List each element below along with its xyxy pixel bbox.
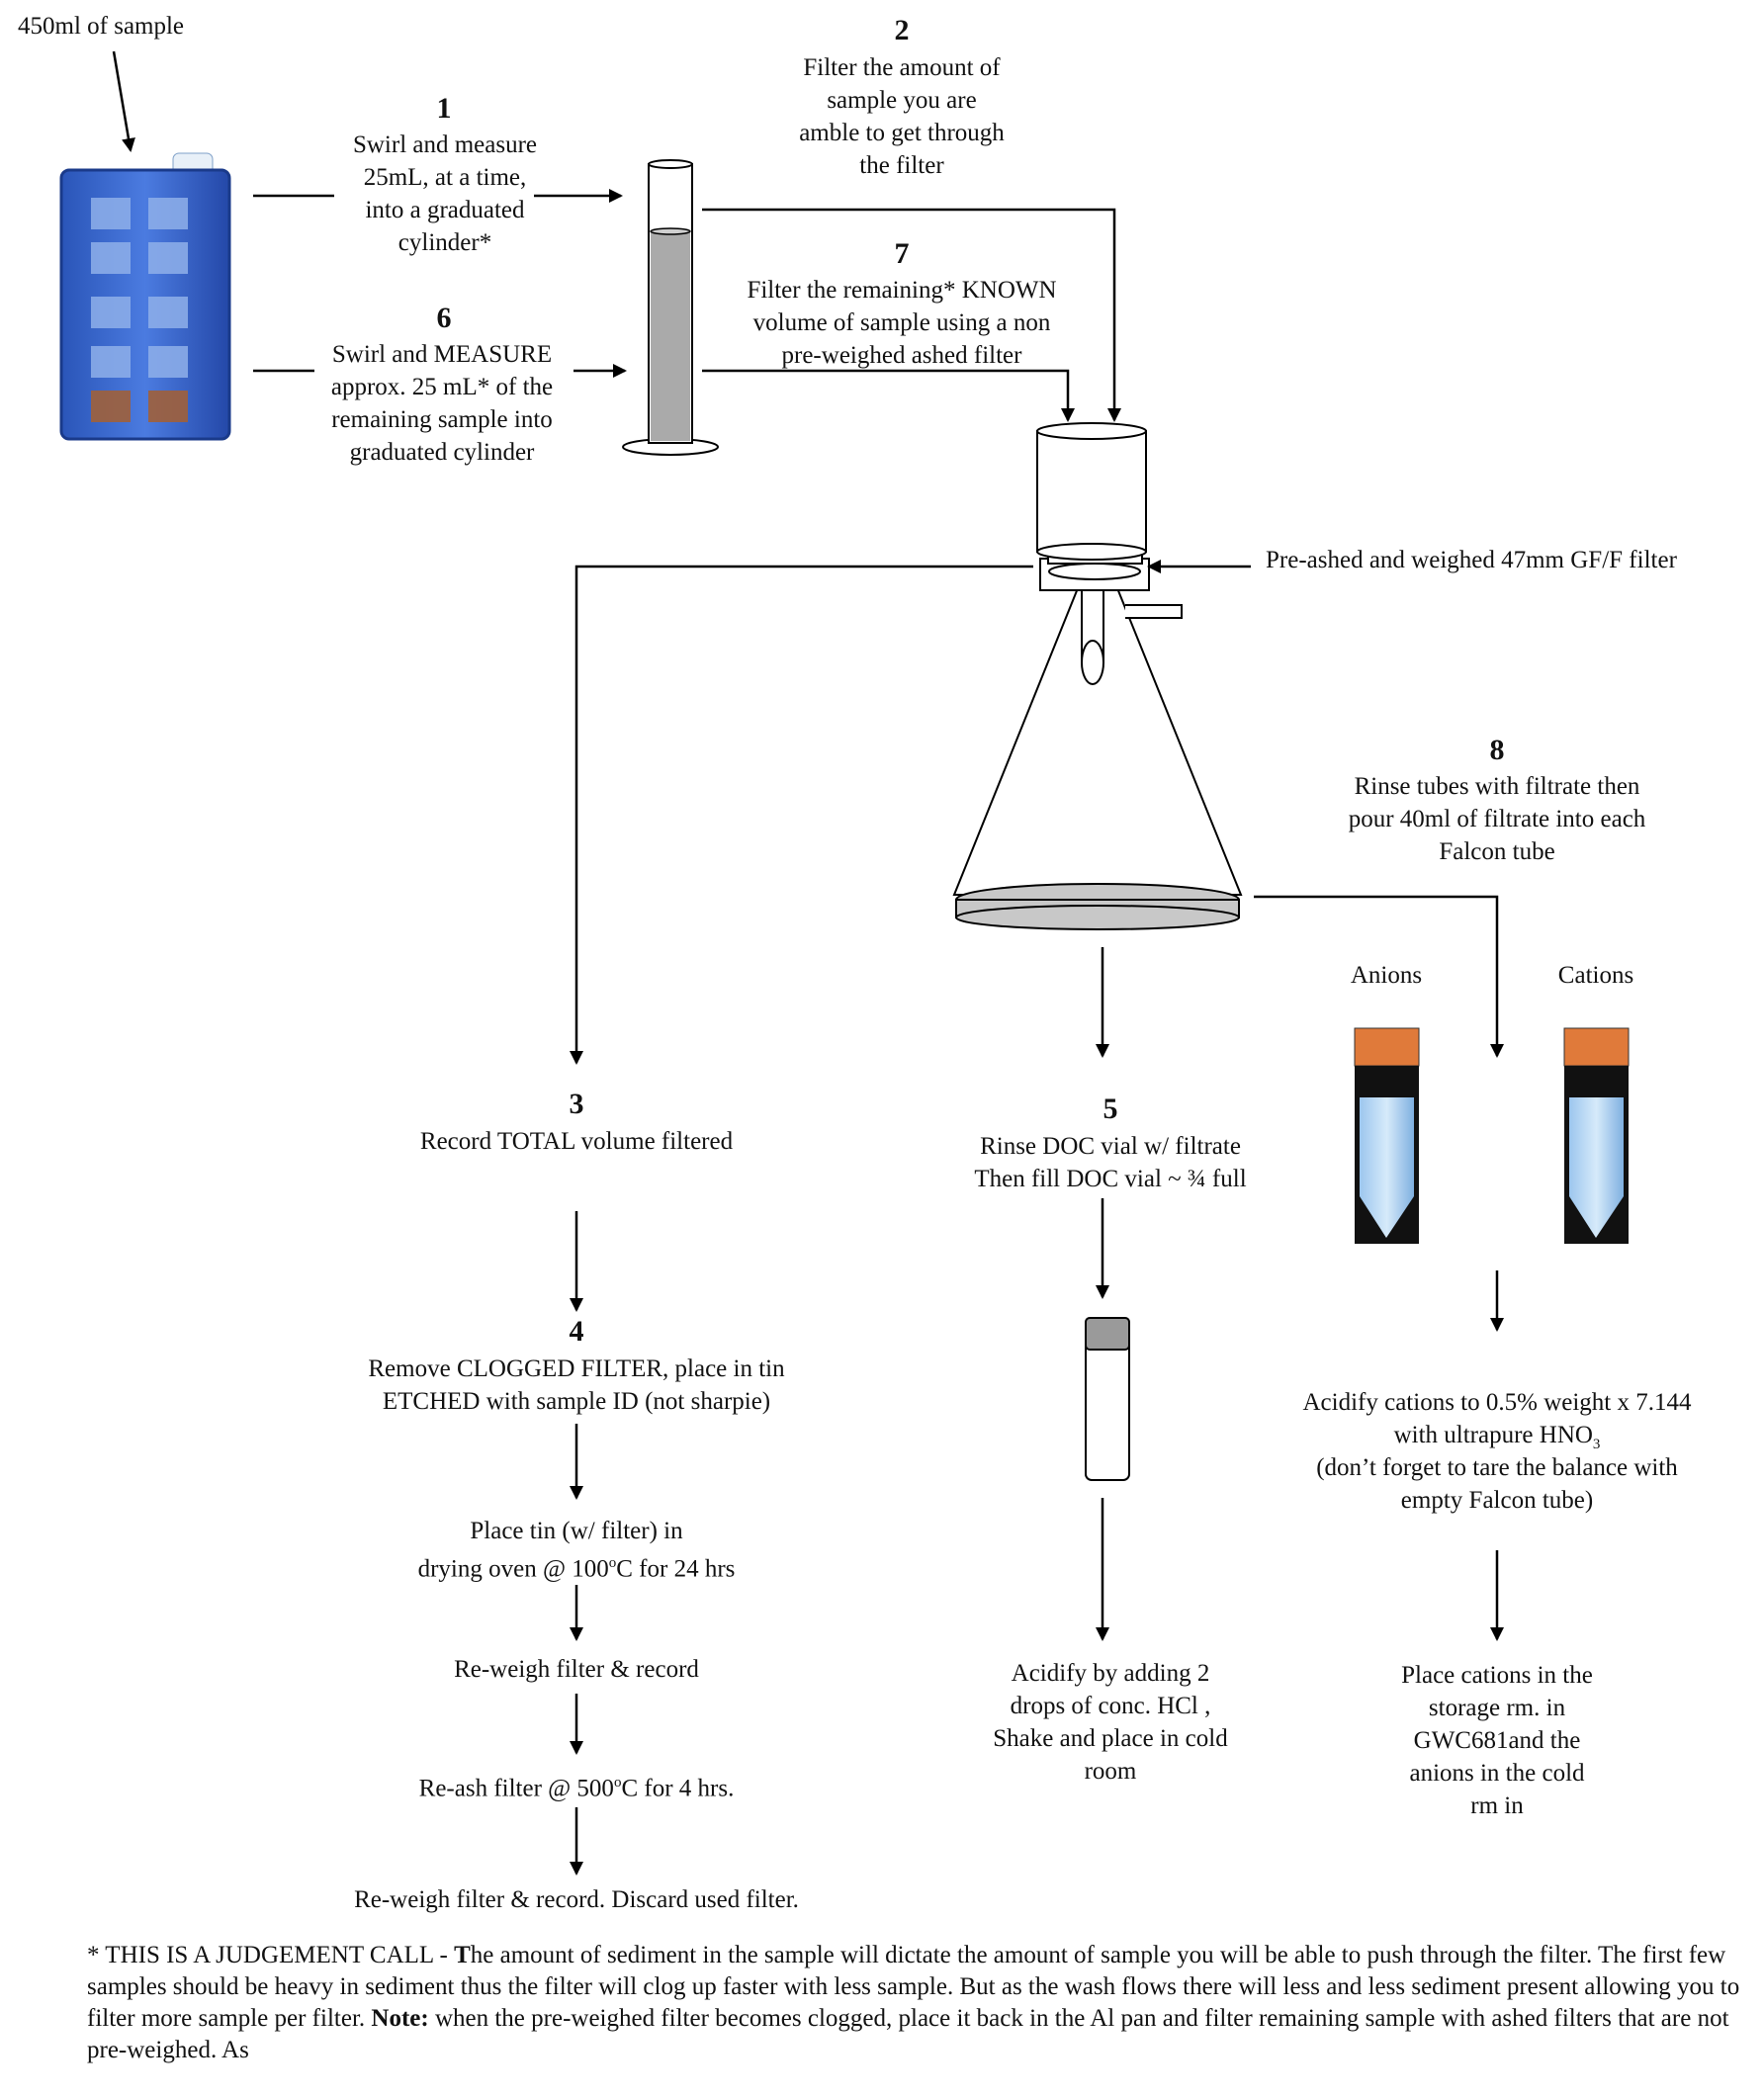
dry-line: Place tin (w/ filter) in (470, 1518, 683, 1544)
step6-line: approx. 25 mL* of the (330, 374, 554, 400)
step6-line: remaining sample into (331, 406, 553, 433)
step6-number: 6 (436, 302, 452, 334)
cations-acidify-line: with ultrapure HNO3 (1393, 1422, 1601, 1452)
step1-line: cylinder* (397, 229, 492, 256)
footnote-body: when the pre-weighed filter becomes clog… (87, 2005, 1729, 2063)
place-line: storage rm. in (1428, 1695, 1566, 1721)
reweigh-text: Re-weigh filter & record (454, 1656, 699, 1683)
sample-bottle-image (59, 152, 231, 441)
step7-line: pre-weighed ashed filter (781, 342, 1022, 369)
step2-line: Filter the amount of (803, 54, 1001, 81)
step2-line: amble to get through (799, 120, 1005, 146)
step4-line: Remove CLOGGED FILTER, place in tin (368, 1355, 785, 1382)
step1-line: 25mL, at a time, (363, 164, 527, 191)
falcon-tube-anions-image (1354, 1027, 1420, 1244)
step3-number: 3 (569, 1088, 584, 1120)
doc-acidify-line: Acidify by adding 2 (1011, 1660, 1210, 1687)
step4-line: ETCHED with sample ID (not sharpie) (382, 1388, 771, 1415)
arrow-sample-to-bottle (112, 50, 135, 152)
footnote-lead: * THIS IS A JUDGEMENT CALL - (87, 1942, 455, 1968)
step8-line: pour 40ml of filtrate into each (1348, 806, 1646, 832)
arrow-step7-to-funnel (702, 369, 1075, 422)
step8-number: 8 (1489, 734, 1505, 766)
filter-flask-image (952, 422, 1243, 930)
anions-label: Anions (1350, 962, 1423, 989)
cations-label: Cations (1557, 962, 1634, 989)
step5-line: Rinse DOC vial w/ filtrate (980, 1133, 1241, 1160)
doc-acidify-line: room (1084, 1758, 1137, 1785)
doc-acidify-line: Shake and place in cold (993, 1725, 1228, 1752)
step1-number: 1 (436, 92, 452, 125)
filter-label: Pre-ashed and weighed 47mm GF/F filter (1266, 547, 1677, 573)
step7-number: 7 (894, 237, 910, 270)
footnote-body: he amount of sediment in the sample will… (87, 1942, 1740, 2032)
step4-number: 4 (569, 1315, 584, 1348)
step2-line: sample you are (827, 87, 977, 114)
dry-line: drying oven @ 100oC for 24 hrs (417, 1555, 736, 1583)
reash-text: Re-ash filter @ 500oC for 4 hrs. (418, 1775, 735, 1802)
footnote-bold-t: T (454, 1942, 471, 1968)
step2-number: 2 (894, 14, 910, 46)
step5-number: 5 (1102, 1092, 1118, 1125)
step7-line: volume of sample using a non (752, 309, 1051, 336)
cations-acidify-line: (don’t forget to tare the balance with (1316, 1454, 1678, 1481)
place-line: anions in the cold (1409, 1760, 1585, 1787)
step1-line: Swirl and measure (352, 131, 538, 158)
cations-acidify-line: Acidify cations to 0.5% weight x 7.144 (1302, 1389, 1692, 1416)
doc-acidify-line: drops of conc. HCl , (1010, 1693, 1211, 1719)
place-line: rm in (1470, 1792, 1524, 1819)
step7-line: Filter the remaining* KNOWN (747, 277, 1057, 304)
graduated-cylinder-image (622, 159, 719, 456)
final-reweigh-text: Re-weigh filter & record. Discard used f… (354, 1886, 799, 1913)
arrow-flask-to-step8 (1254, 895, 1504, 1058)
place-line: Place cations in the (1401, 1662, 1593, 1689)
doc-vial-image (1085, 1317, 1130, 1481)
step1-line: into a graduated (365, 197, 525, 223)
step8-line: Falcon tube (1439, 838, 1555, 865)
place-line: GWC681and the (1413, 1727, 1581, 1754)
footnote: * THIS IS A JUDGEMENT CALL - The amount … (87, 1940, 1748, 2066)
arrow-funnel-to-step3 (570, 565, 1033, 1065)
cations-acidify-line: empty Falcon tube) (1400, 1487, 1594, 1514)
falcon-tube-cations-image (1563, 1027, 1630, 1244)
step3-text: Record TOTAL volume filtered (419, 1128, 734, 1155)
step2-line: the filter (859, 152, 944, 179)
step6-line: Swirl and MEASURE (331, 341, 553, 368)
arrow-step2-to-funnel (702, 208, 1121, 422)
step8-line: Rinse tubes with filtrate then (1354, 773, 1640, 800)
sample-volume-label: 450ml of sample (18, 13, 185, 40)
step6-line: graduated cylinder (349, 439, 535, 466)
footnote-note-label: Note: (371, 2005, 429, 2032)
step5-line: Then fill DOC vial ~ ¾ full (974, 1166, 1247, 1192)
